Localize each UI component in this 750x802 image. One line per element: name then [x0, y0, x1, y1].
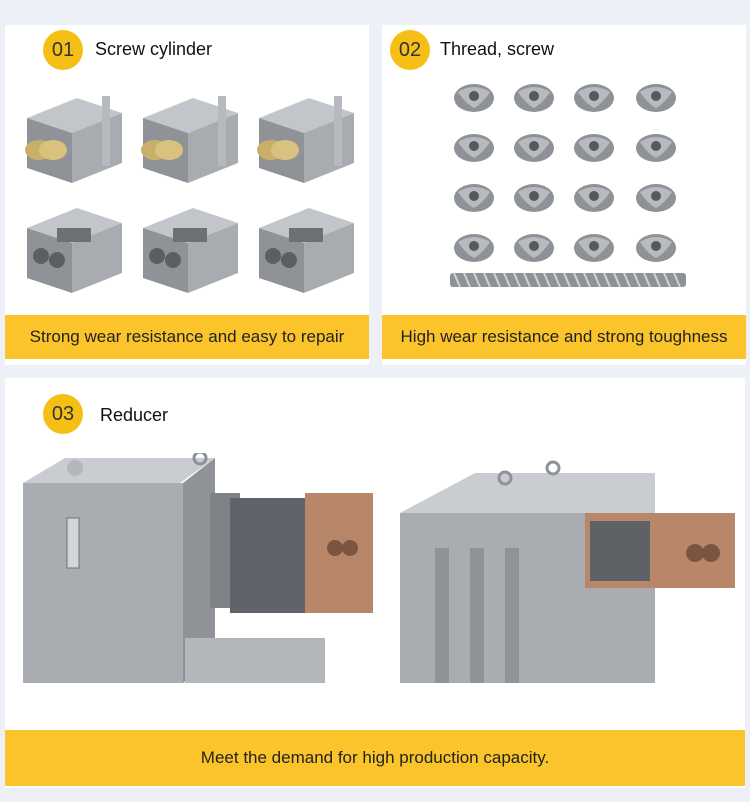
section-caption-banner: Meet the demand for high production capa…: [5, 730, 745, 786]
screw-cylinder-images: [5, 80, 369, 305]
screw-cylinder-panel: 01 Screw cylinder: [5, 25, 369, 365]
reducer-panel: 03 Reducer: [5, 378, 745, 788]
section-number-badge: 02: [390, 30, 430, 70]
section-caption-banner: High wear resistance and strong toughnes…: [382, 315, 746, 359]
section-caption: High wear resistance and strong toughnes…: [400, 327, 728, 346]
section-title: Screw cylinder: [95, 39, 213, 59]
screw-element-images: [382, 75, 746, 305]
section-title: Thread, screw: [440, 39, 555, 59]
reducer-images: [5, 453, 745, 723]
section-title: Reducer: [100, 405, 169, 425]
section-number: 03: [51, 402, 75, 425]
section-caption: Meet the demand for high production capa…: [200, 748, 550, 767]
section-number-badge: 03: [43, 394, 83, 434]
section-caption-banner: Strong wear resistance and easy to repai…: [5, 315, 369, 359]
section-number: 02: [398, 38, 422, 61]
section-number: 01: [51, 38, 75, 61]
section-caption: Strong wear resistance and easy to repai…: [29, 327, 345, 346]
section-number-badge: 01: [43, 30, 83, 70]
thread-screw-panel: 02 Thread, screw High wear resistance an…: [382, 25, 746, 365]
